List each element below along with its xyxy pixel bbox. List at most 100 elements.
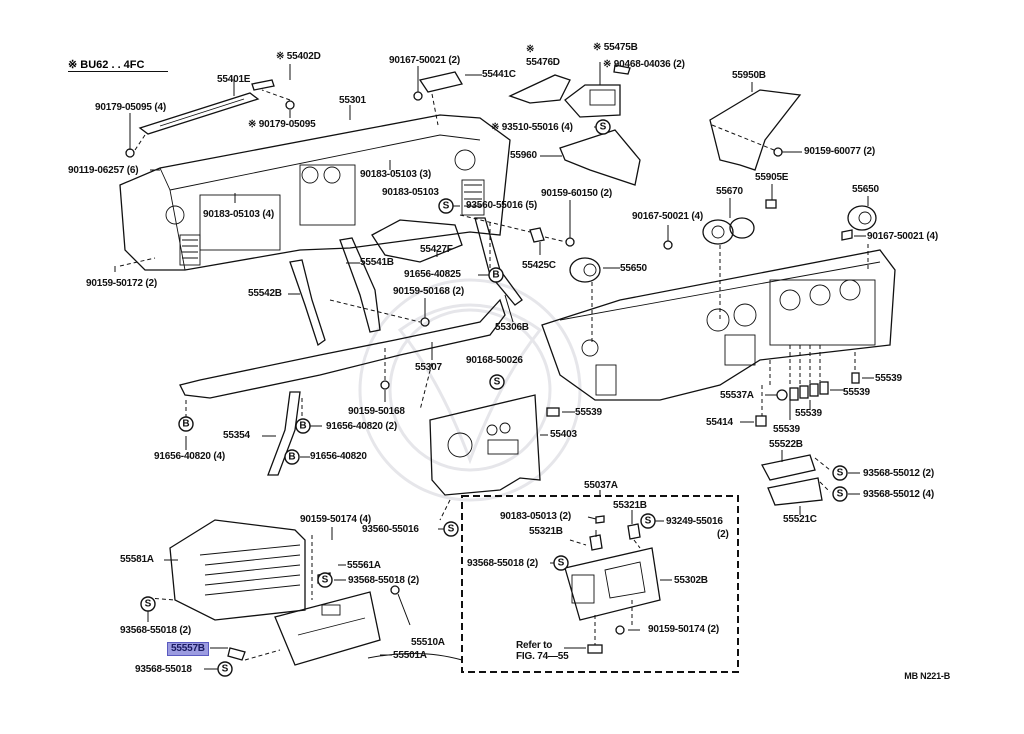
bolt-symbol[interactable]: B	[488, 267, 504, 283]
label-55475b[interactable]: ※ 55475B	[593, 42, 638, 53]
part-55403-cluster-panel[interactable]	[429, 394, 541, 496]
part-refer-fig-74-55[interactable]	[587, 644, 603, 654]
label-55542b[interactable]: 55542B	[248, 288, 282, 299]
label-90159-50174-2[interactable]: 90159-50174 (2)	[648, 624, 719, 635]
label-93560-55016-5[interactable]: 93560-55016 (5)	[466, 200, 537, 211]
label-55539-a[interactable]: 55539	[575, 407, 602, 418]
label-93510-55016[interactable]: ※ 93510-55016 (4)	[491, 122, 573, 133]
bolt-symbol[interactable]: B	[295, 418, 311, 434]
clip-90167-50021-4b[interactable]	[841, 229, 853, 241]
label-55905e[interactable]: 55905E	[755, 172, 789, 183]
label-90183-05103-4[interactable]: 90183-05103 (4)	[203, 209, 274, 220]
label-90159-50172[interactable]: 90159-50172 (2)	[86, 278, 157, 289]
bolt-90159-60077[interactable]	[773, 147, 783, 157]
part-55650-vent-top[interactable]	[847, 205, 877, 231]
screw-symbol[interactable]: S	[832, 486, 848, 502]
screw-symbol[interactable]: S	[217, 661, 233, 677]
label-55539-b[interactable]: 55539	[875, 373, 902, 384]
part-55307-reinforcement[interactable]	[179, 298, 506, 399]
part-55302b-panel[interactable]	[564, 547, 661, 621]
label-90179-05095[interactable]: ※ 90179-05095	[248, 119, 316, 130]
part-55905e[interactable]	[765, 199, 777, 209]
label-55510a[interactable]: 55510A	[411, 637, 445, 648]
label-55501a[interactable]: 55501A	[393, 650, 427, 661]
label-93560-55016[interactable]: 93560-55016	[362, 524, 419, 535]
part-55541b-bracket[interactable]	[339, 237, 381, 333]
part-90468-04036[interactable]	[613, 64, 631, 75]
label-91656-40820[interactable]: 91656-40820	[310, 451, 367, 462]
bolt-symbol[interactable]: B	[178, 416, 194, 432]
label-55650-top[interactable]: 55650	[852, 184, 879, 195]
label-91656-40820-2[interactable]: 91656-40820 (2)	[326, 421, 397, 432]
label-93568-55012-2[interactable]: 93568-55012 (2)	[863, 468, 934, 479]
label-93568-55018-2a[interactable]: 93568-55018 (2)	[348, 575, 419, 586]
label-93249-55016[interactable]: 93249-55016	[666, 516, 723, 527]
part-55402d-cap[interactable]	[251, 79, 275, 91]
label-90183-05103[interactable]: 90183-05103	[382, 187, 439, 198]
label-55476d[interactable]: 55476D	[526, 57, 560, 68]
label-55037a[interactable]: 55037A	[584, 480, 618, 491]
part-55354-brace[interactable]	[267, 391, 301, 476]
screw-symbol[interactable]: S	[640, 513, 656, 529]
part-55427f[interactable]	[371, 219, 463, 263]
label-55427f[interactable]: 55427F	[420, 244, 453, 255]
label-55670[interactable]: 55670	[716, 186, 743, 197]
label-55401e[interactable]: 55401E	[217, 74, 251, 85]
clip-90167-50021[interactable]	[413, 91, 423, 101]
part-55650-vent-mid[interactable]	[569, 257, 601, 283]
label-90159-60150[interactable]: 90159-60150 (2)	[541, 188, 612, 199]
part-55306b-bracket[interactable]	[474, 217, 523, 306]
label-90167-50021-2[interactable]: 90167-50021 (2)	[389, 55, 460, 66]
label-90179-05095-4[interactable]: 90179-05095 (4)	[95, 102, 166, 113]
label-refer-fig[interactable]: FIG. 74—55	[516, 651, 569, 662]
label-55402d[interactable]: ※ 55402D	[276, 51, 321, 62]
label-55539-c[interactable]: 55539	[843, 387, 870, 398]
screw-symbol[interactable]: S	[489, 374, 505, 390]
label-91656-40820-4[interactable]: 91656-40820 (4)	[154, 451, 225, 462]
label-93568-55012-4[interactable]: 93568-55012 (4)	[863, 489, 934, 500]
label-55522b[interactable]: 55522B	[769, 439, 803, 450]
screw-symbol[interactable]: S	[832, 465, 848, 481]
part-55670-vent[interactable]	[702, 217, 755, 245]
clip-90167-50021-4a[interactable]	[663, 240, 673, 250]
label-55581a[interactable]: 55581A	[120, 554, 154, 565]
label-91656-40825[interactable]: 91656-40825	[404, 269, 461, 280]
label-55537a[interactable]: 55537A	[720, 390, 754, 401]
clip-90179-05095[interactable]	[285, 100, 295, 110]
part-55301-dashboard[interactable]	[119, 114, 511, 271]
label-55950b[interactable]: 55950B	[732, 70, 766, 81]
bolt-90159-50174-2[interactable]	[615, 625, 625, 635]
label-90159-50168-2[interactable]: 90159-50168 (2)	[393, 286, 464, 297]
label-90159-60077[interactable]: 90159-60077 (2)	[804, 146, 875, 157]
part-55401e-strip[interactable]	[138, 92, 260, 135]
label-90183-05103-3[interactable]: 90183-05103 (3)	[360, 169, 431, 180]
part-55475b-bezel[interactable]	[564, 84, 621, 118]
part-55522b[interactable]	[761, 454, 816, 481]
label-55307[interactable]: 55307	[415, 362, 442, 373]
label-55425c[interactable]: 55425C	[522, 260, 556, 271]
bolt-symbol[interactable]: B	[284, 449, 300, 465]
part-55510a-stopper[interactable]	[390, 585, 400, 595]
label-90168-50026[interactable]: 90168-50026	[466, 355, 523, 366]
label-55539-e[interactable]: 55539	[773, 424, 800, 435]
label-55321b-a[interactable]: 55321B	[613, 500, 647, 511]
label-55301[interactable]: 55301	[339, 95, 366, 106]
label-90159-50168[interactable]: 90159-50168	[348, 406, 405, 417]
screw-symbol[interactable]: S	[140, 596, 156, 612]
screw-symbol[interactable]: S	[438, 198, 454, 214]
label-55306b[interactable]: 55306B	[495, 322, 529, 333]
part-55321b-a[interactable]	[589, 534, 603, 551]
label-90167-50021-4a[interactable]: 90167-50021 (4)	[632, 211, 703, 222]
label-90119-06257[interactable]: 90119-06257 (6)	[68, 165, 139, 176]
part-55581a-glovebox[interactable]	[169, 519, 306, 621]
part-55414[interactable]	[755, 415, 767, 427]
screw-symbol[interactable]: S	[553, 555, 569, 571]
part-55542b-bracket[interactable]	[289, 259, 326, 347]
screw-symbol[interactable]: S	[595, 119, 611, 135]
part-55476d[interactable]	[508, 74, 571, 104]
label-90183-05013[interactable]: 90183-05013 (2)	[500, 511, 571, 522]
screw-symbol[interactable]: S	[443, 521, 459, 537]
clip-90183-05013[interactable]	[595, 515, 605, 524]
label-90468-04036[interactable]: ※ 90468-04036 (2)	[603, 59, 685, 70]
clip-90179-05095-4[interactable]	[125, 148, 135, 158]
